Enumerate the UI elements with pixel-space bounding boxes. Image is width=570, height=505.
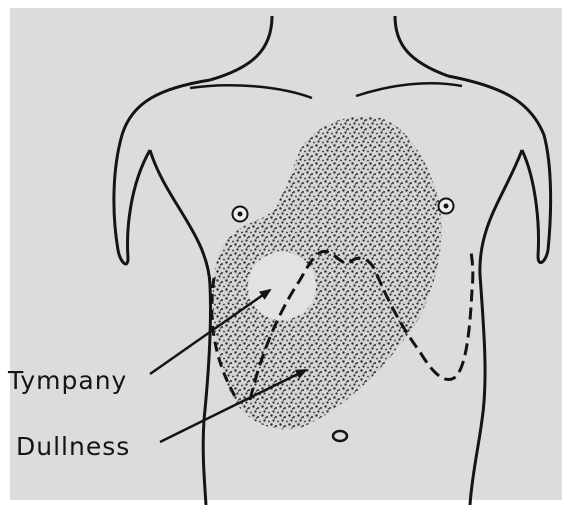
right-nipple [439,199,454,214]
tympany-label: Tympany [8,368,127,393]
dullness-label: Dullness [16,434,130,459]
left-trunk-outline [150,150,211,505]
left-nipple [233,207,248,222]
left-clavicle [190,85,312,98]
right-shoulder-arm-outline [448,76,551,263]
right-trunk-outline [470,150,522,505]
right-clavicle [356,83,462,96]
dullness-region [213,116,442,429]
umbilicus [333,431,347,441]
neck-right-outline [395,16,448,76]
neck-left-outline [210,16,272,80]
